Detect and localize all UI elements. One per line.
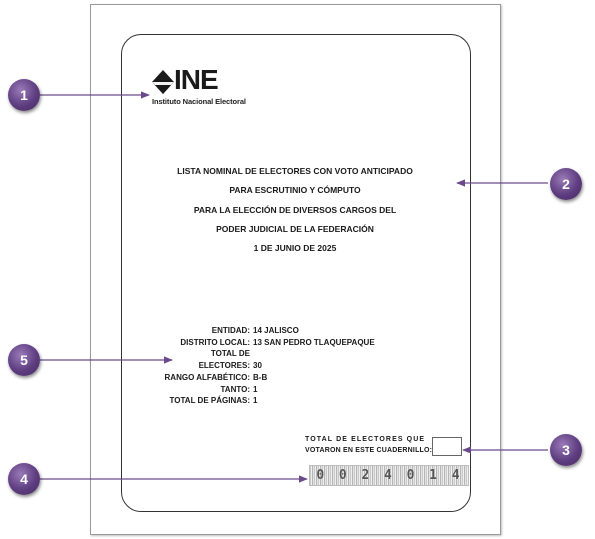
barcode-digit: 0 <box>338 468 349 483</box>
entidad-value: 14 JALISCO <box>253 326 299 335</box>
title-date: 1 DE JUNIO DE 2025 <box>253 243 337 254</box>
entidad-label: ENTIDAD: <box>211 326 250 335</box>
distrito-label: DISTRITO LOCAL: <box>180 337 250 347</box>
callout-1: 1 <box>8 79 40 111</box>
cover-frame <box>121 34 471 512</box>
voter-count-box[interactable] <box>432 437 462 456</box>
callout-4: 4 <box>8 463 40 495</box>
barcode-digit: 0 <box>316 468 327 483</box>
total-value: 30 <box>253 361 262 371</box>
logo-subtitle: Instituto Nacional Electoral <box>152 97 246 106</box>
info-row-distrito: DISTRITO LOCAL: 13 SAN PEDRO TLAQUEPAQUE <box>148 337 375 349</box>
barcode: 0 0 2 4 0 1 4 <box>309 465 469 486</box>
info-row-rango: RANGO ALFABÉTICO: B-B <box>148 372 375 384</box>
title-line: LISTA NOMINAL DE ELECTORES CON VOTO ANTI… <box>177 166 413 176</box>
title-line: PODER JUDICIAL DE LA FEDERACIÓN <box>216 223 374 234</box>
rango-label: RANGO ALFABÉTICO: <box>164 372 250 382</box>
total-label: TOTAL DE ELECTORES: <box>198 349 250 371</box>
tanto-label: TANTO: <box>220 384 250 394</box>
paginas-label: TOTAL DE PÁGINAS: <box>169 396 250 406</box>
voter-count-label: TOTAL DE ELECTORES QUE VOTARON EN ESTE C… <box>305 435 432 456</box>
barcode-digit: 0 <box>406 468 417 483</box>
ine-logo: INE Instituto Nacional Electoral <box>152 64 252 110</box>
callout-2: 2 <box>550 168 582 200</box>
info-row-paginas: TOTAL DE PÁGINAS: 1 <box>148 395 375 407</box>
paginas-value: 1 <box>253 396 258 406</box>
barcode-digit: 1 <box>429 468 439 483</box>
info-block: ENTIDAD: 14 JALISCO DISTRITO LOCAL: 13 S… <box>148 325 375 407</box>
info-row-entidad: ENTIDAD: 14 JALISCO <box>148 325 375 337</box>
title-line: PARA LA ELECCIÓN DE DIVERSOS CARGOS DEL <box>193 204 397 215</box>
callout-5: 5 <box>8 344 40 376</box>
barcode-digit: 2 <box>361 468 372 483</box>
info-row-total: TOTAL DE ELECTORES: 30 <box>148 348 375 371</box>
logo-brand-text: INE <box>174 64 219 95</box>
barcode-digit: 4 <box>384 468 394 483</box>
callout-3: 3 <box>550 434 582 466</box>
rango-value: B-B <box>253 372 268 382</box>
tanto-value: 1 <box>253 384 258 394</box>
ine-logo-icon <box>152 70 174 94</box>
title-line: PARA ESCRUTINIO Y CÓMPUTO <box>229 185 361 196</box>
barcode-digit: 4 <box>451 468 462 483</box>
voter-count-line-1: TOTAL DE ELECTORES QUE <box>305 436 426 443</box>
document-title: LISTA NOMINAL DE ELECTORES CON VOTO ANTI… <box>145 162 445 258</box>
voter-count-line-2: VOTARON EN ESTE CUADERNILLO: <box>305 446 433 454</box>
distrito-value: 13 SAN PEDRO TLAQUEPAQUE <box>253 337 375 347</box>
info-row-tanto: TANTO: 1 <box>148 384 375 396</box>
